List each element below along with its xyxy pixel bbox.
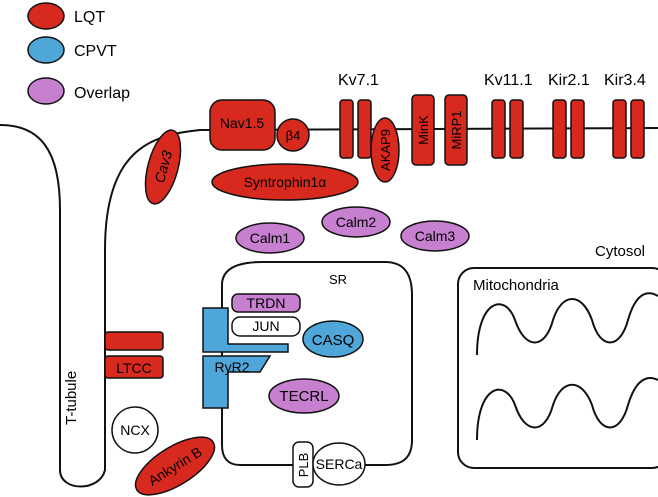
akap9-protein: AKAP9 (370, 117, 400, 183)
channel-label-kir2-1: Kir2.1 (548, 72, 590, 89)
ltcc-bottom (104, 355, 164, 379)
calm2-protein: Calm2 (321, 206, 391, 238)
legend-item-overlap: Overlap (27, 77, 130, 105)
calm3-protein: Calm3 (400, 220, 470, 252)
ryr2-upper-body (202, 307, 289, 353)
mink-label: MinK (416, 115, 431, 145)
mink-body (411, 94, 435, 166)
legend-label-lqt: LQT (74, 9, 105, 26)
channel-label-kv7-1: Kv7.1 (338, 72, 379, 89)
cav3-protein: Cav3 (144, 129, 182, 205)
region-label-sr: SR (329, 272, 347, 287)
mink-subunit: MinK (411, 94, 435, 166)
legend-item-lqt: LQT (27, 2, 105, 30)
mirp1-body (444, 94, 468, 166)
ltcc-top (104, 331, 164, 351)
ankyrin-b-body (134, 436, 216, 496)
ltcc-label: LTCC (116, 360, 152, 376)
casq-body (302, 320, 364, 358)
kir2-1-channel (552, 99, 585, 159)
calm2-body (321, 206, 391, 238)
tecrl-protein: TECRL (268, 378, 340, 414)
region-label-cytosol: Cytosol (595, 243, 645, 260)
channel-label-kv11-1: Kv11.1 (484, 72, 533, 89)
kv7-1-helix-2 (357, 99, 372, 159)
jun-body (231, 316, 301, 337)
mitochondria: Mitochondria (457, 267, 658, 469)
syntrophin-label: Syntrophin1α (244, 174, 327, 190)
nav1-5-body (209, 99, 276, 151)
cav3-body (144, 129, 182, 205)
ryr2-label: RyR2 (214, 359, 249, 375)
legend-swatch-cpvt (27, 36, 65, 64)
serca-body (312, 442, 366, 486)
kir3-4-channel (612, 99, 645, 159)
serca-pump: SERCa (312, 442, 366, 486)
ncx-exchanger: NCX (111, 406, 159, 454)
calm3-body (400, 220, 470, 252)
plasma-membrane (0, 124, 658, 488)
ltcc-channel: LTCC (104, 331, 164, 379)
syntrophin-protein: Syntrophin1α (211, 163, 359, 201)
kv7-1-helix-1 (339, 99, 354, 159)
ncx-body (111, 406, 159, 454)
akap9-body (370, 117, 400, 183)
legend-label-cpvt: CPVT (74, 43, 117, 60)
beta4-label: β4 (286, 128, 301, 143)
kir2-1-helix-1 (552, 99, 567, 159)
legend-swatch-lqt (27, 2, 65, 30)
casq-protein: CASQ (302, 320, 364, 358)
region-label-mitochondria: Mitochondria (473, 277, 560, 294)
kv11-1-helix-1 (491, 99, 506, 159)
beta4-subunit: β4 (276, 118, 310, 152)
region-label-t-tubule: T-tubule (63, 371, 80, 425)
calm1-label: Calm1 (250, 230, 291, 246)
calm3-label: Calm3 (415, 228, 456, 244)
kir3-4-helix-2 (630, 99, 645, 159)
calm2-label: Calm2 (336, 214, 377, 230)
tecrl-label: TECRL (279, 388, 328, 405)
nav1-5-label: Nav1.5 (220, 115, 265, 131)
kv11-1-channel (491, 99, 524, 159)
casq-label: CASQ (312, 332, 355, 349)
akap9-label: AKAP9 (378, 129, 393, 171)
mitochondria-crista-bottom (476, 377, 658, 441)
mirp1-label: MiRP1 (449, 110, 464, 149)
channel-label-kir3-4: Kir3.4 (604, 72, 646, 89)
syntrophin-body (211, 163, 359, 201)
trdn-body (231, 293, 301, 313)
jun-protein: JUN (231, 316, 301, 337)
mirp1-subunit: MiRP1 (444, 94, 468, 166)
ncx-label: NCX (120, 422, 150, 438)
trdn-label: TRDN (247, 295, 286, 311)
legend-swatch-overlap (27, 77, 65, 105)
calm1-protein: Calm1 (235, 222, 305, 254)
ryr2-lower-body (202, 355, 272, 409)
plb-protein: PLB (292, 441, 314, 488)
nav1-5-channel: Nav1.5 (209, 99, 276, 151)
serca-label: SERCa (316, 456, 363, 472)
sr-outline (221, 261, 413, 466)
jun-label: JUN (252, 318, 279, 334)
beta4-body (276, 118, 310, 152)
ryr2-complex: RyR2 (202, 307, 289, 409)
kir3-4-helix-1 (612, 99, 627, 159)
kv11-1-helix-2 (509, 99, 524, 159)
kv7-1-channel (339, 99, 372, 159)
kir2-1-helix-2 (570, 99, 585, 159)
tecrl-body (268, 378, 340, 414)
legend: LQT CPVT Overlap (27, 2, 130, 105)
legend-item-cpvt: CPVT (27, 36, 117, 64)
calm1-body (235, 222, 305, 254)
trdn-protein: TRDN (231, 293, 301, 313)
legend-label-overlap: Overlap (74, 85, 130, 102)
mitochondria-outline (457, 267, 658, 469)
plb-label: PLB (296, 453, 311, 478)
mitochondria-crista-top (476, 292, 658, 356)
